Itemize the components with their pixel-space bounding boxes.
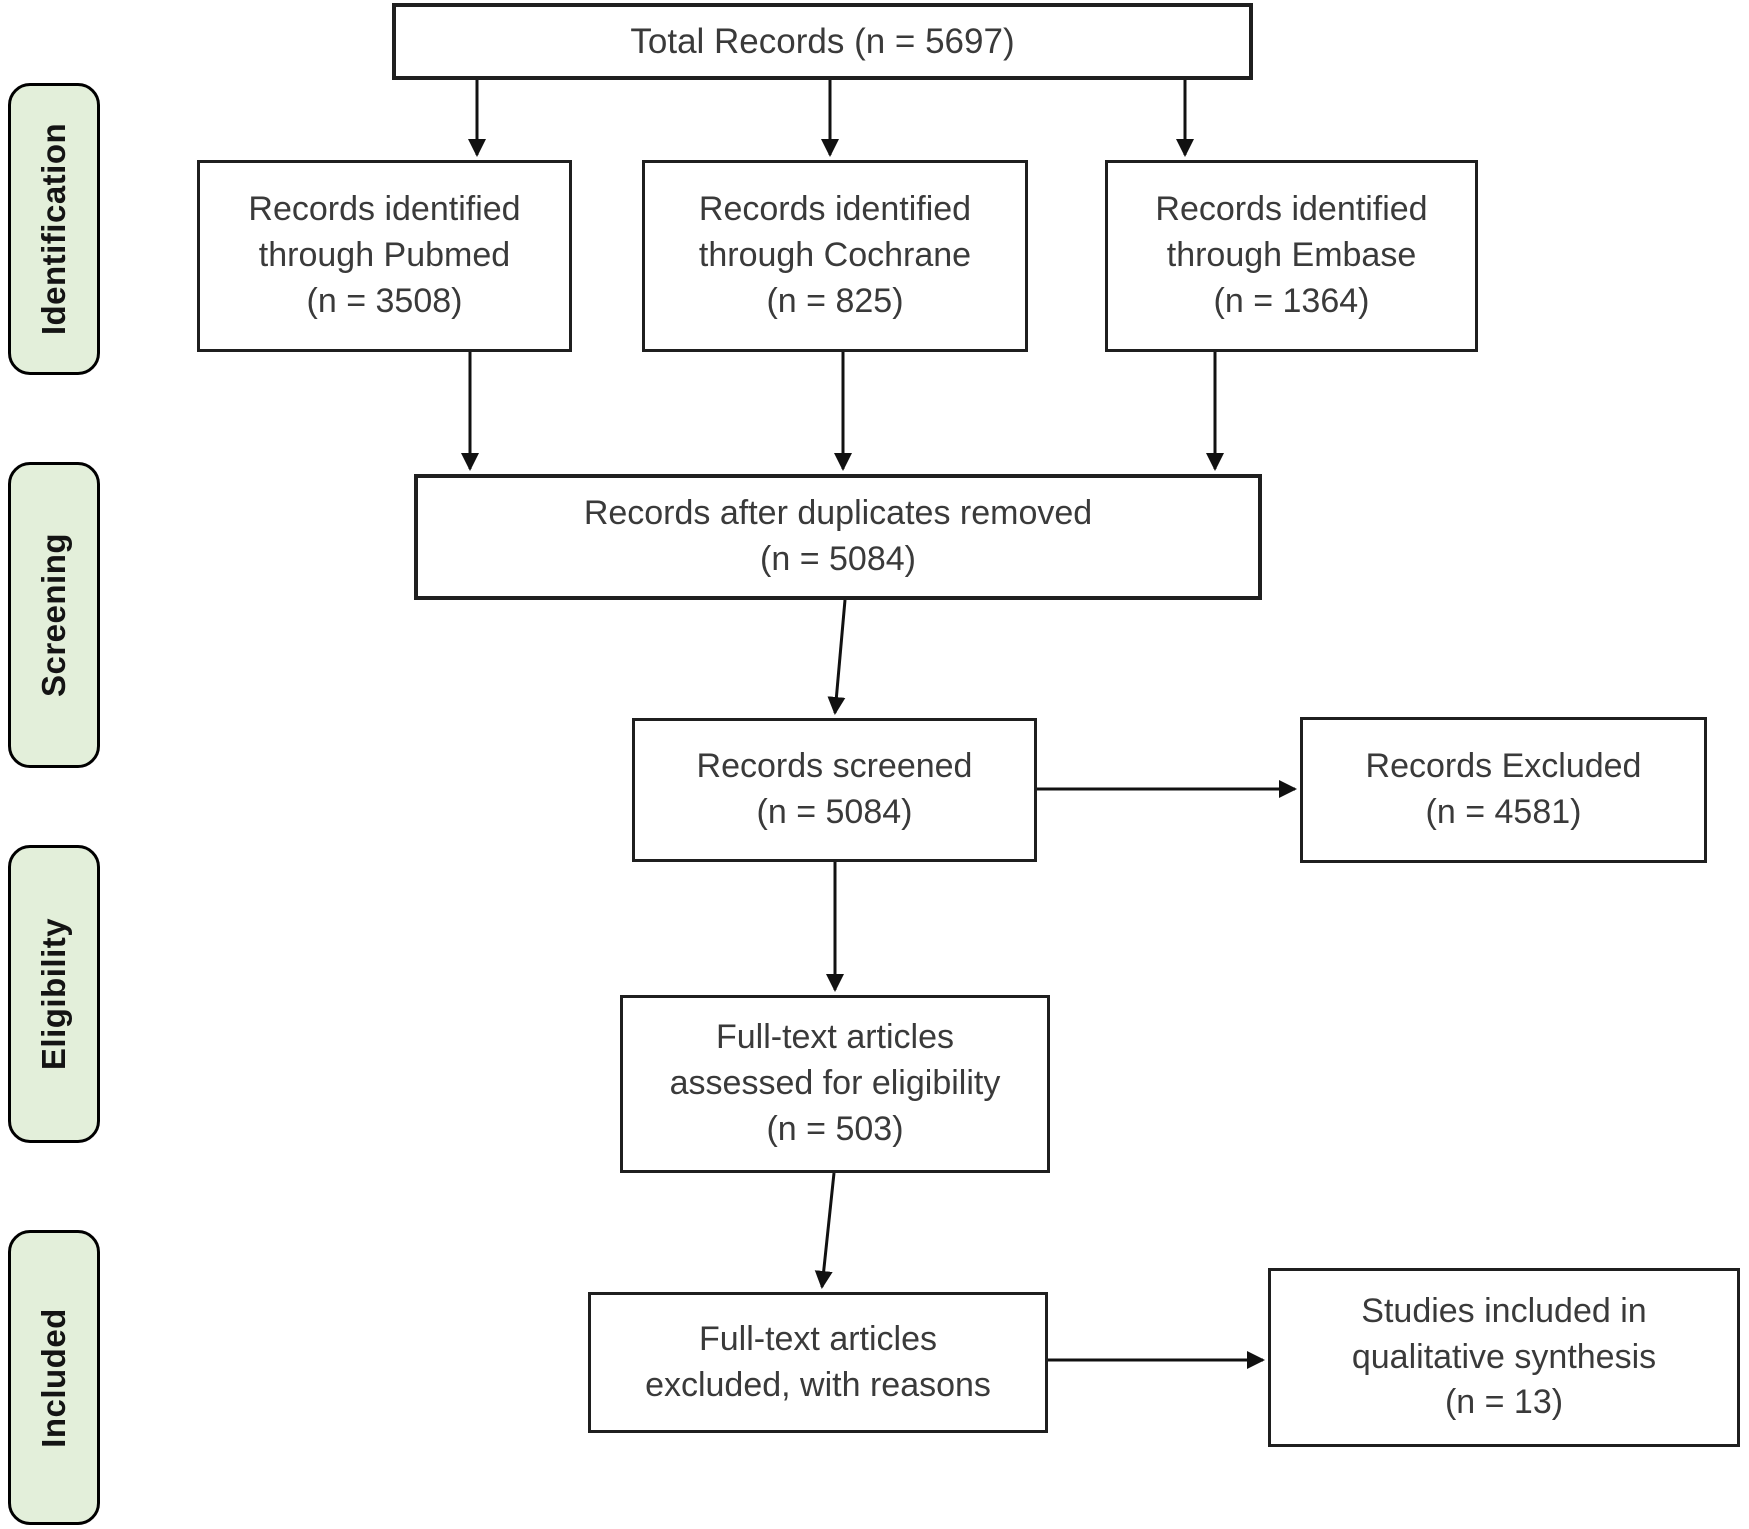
box-total-records: Total Records (n = 5697) <box>392 3 1253 80</box>
box-text-line: Records after duplicates removed <box>583 494 1093 533</box>
box-text-line: through Pubmed <box>258 236 511 275</box>
stage-label-identification: Identification <box>35 122 72 336</box>
box-text-line: Full-text articles <box>715 1018 955 1057</box>
stage-label-eligibility: Eligibility <box>35 917 72 1071</box>
box-text-line: Records identified <box>248 190 521 229</box>
box-records-after-duplicates-removed: Records after duplicates removed (n = 50… <box>414 474 1262 600</box>
box-records-identified-embase: Records identified through Embase (n = 1… <box>1105 160 1478 352</box>
stage-label-included: Included <box>35 1307 72 1448</box>
box-fulltext-excluded: Full-text articles excluded, with reason… <box>588 1292 1048 1433</box>
stage-screening: Screening <box>8 462 100 768</box>
stage-included: Included <box>8 1230 100 1525</box>
box-text-line: Records screened <box>696 747 973 786</box>
stage-eligibility: Eligibility <box>8 845 100 1143</box>
box-text-line: through Embase <box>1166 236 1417 275</box>
box-records-identified-pubmed: Records identified through Pubmed (n = 3… <box>197 160 572 352</box>
stage-identification: Identification <box>8 83 100 375</box>
box-text-line: through Cochrane <box>698 236 972 275</box>
box-records-identified-cochrane: Records identified through Cochrane (n =… <box>642 160 1028 352</box>
box-text-line: Full-text articles <box>698 1319 938 1358</box>
box-text-line: (n = 3508) <box>306 281 463 320</box>
box-studies-included-qualitative: Studies included in qualitative synthesi… <box>1268 1268 1740 1447</box>
box-text-line: excluded, with reasons <box>645 1365 991 1404</box>
box-text-line: (n = 1364) <box>1213 281 1370 320</box>
box-text-line: (n = 4581) <box>1425 793 1582 831</box>
arrow-assessed-to-fulltext-excluded <box>814 1172 836 1289</box>
box-text-line: Total Records (n = 5697) <box>630 21 1015 61</box>
box-records-screened: Records screened (n = 5084) <box>632 718 1037 862</box>
box-text-line: (n = 13) <box>1444 1383 1564 1422</box>
box-text-line: Records identified <box>1155 190 1428 229</box>
box-fulltext-assessed: Full-text articles assessed for eligibil… <box>620 995 1050 1173</box>
box-text-line: qualitative synthesis <box>1351 1337 1657 1376</box>
box-text-line: (n = 503) <box>766 1109 904 1148</box>
box-text-line: assessed for eligibility <box>669 1064 1001 1103</box>
box-text-line: (n = 825) <box>766 281 904 320</box>
box-text-line: Records identified <box>698 190 972 229</box>
stage-label-screening: Screening <box>35 532 72 698</box>
box-text-line: Studies included in <box>1361 1291 1647 1330</box>
box-records-excluded: Records Excluded (n = 4581) <box>1300 717 1707 863</box>
box-text-line: (n = 5084) <box>756 793 913 831</box>
box-text-line: (n = 5084) <box>760 540 916 578</box>
arrow-duplicates-to-screened <box>827 599 847 715</box>
box-text-line: Records Excluded <box>1365 747 1642 786</box>
